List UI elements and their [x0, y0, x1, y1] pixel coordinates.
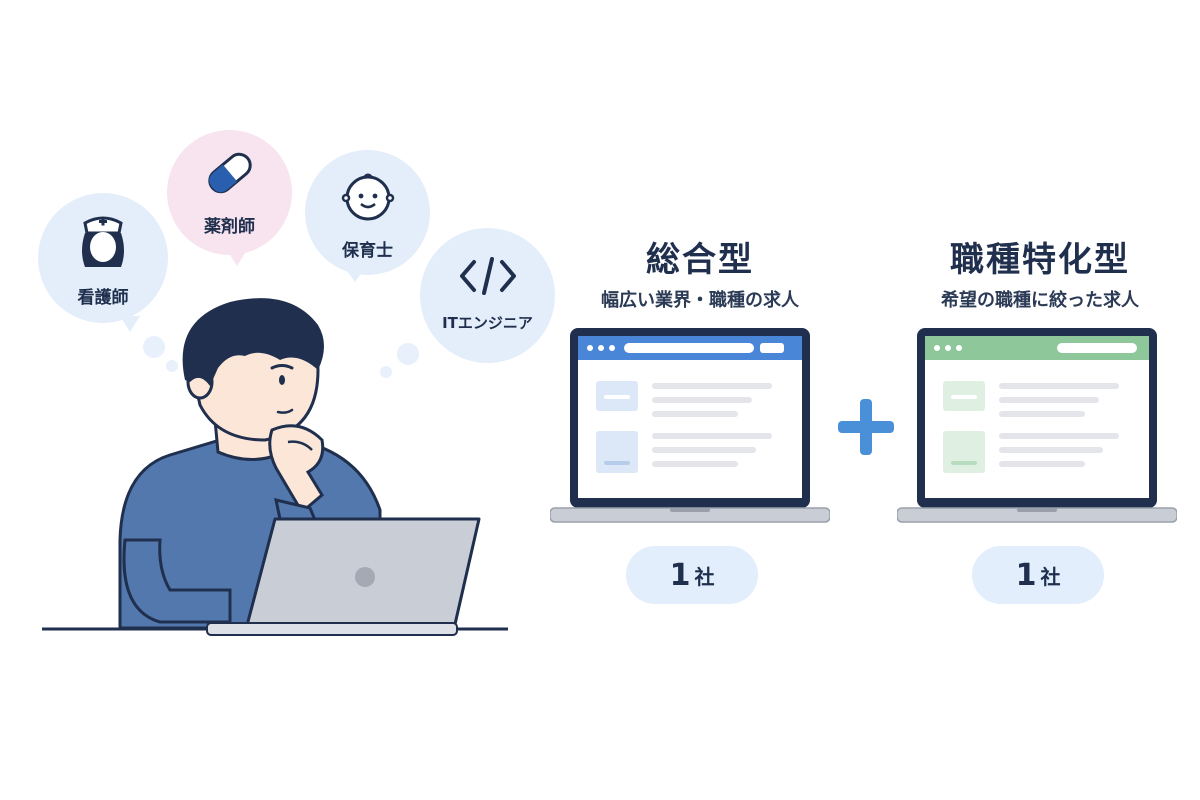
bubble-tail — [345, 268, 365, 282]
count-general: 1 — [669, 557, 691, 593]
count-pill-general: 1 社 — [626, 546, 758, 604]
person-laptop — [206, 517, 481, 636]
bubble-nurse: 看護師 — [38, 193, 168, 323]
nurse-icon — [82, 216, 124, 267]
count-unit-specialized: 社 — [1040, 564, 1061, 589]
plus-icon-vertical — [860, 399, 872, 455]
baby-face-icon — [341, 173, 395, 221]
thought-dot — [380, 366, 392, 378]
service-subtitle-specialized: 希望の職種に絞った求人 — [941, 290, 1139, 311]
count-specialized: 1 — [1015, 557, 1037, 593]
count-pill-specialized: 1 社 — [972, 546, 1104, 604]
bubble-label-nurse: 看護師 — [77, 288, 129, 308]
bubble-label-childcare: 保育士 — [342, 241, 393, 261]
capsule-icon — [208, 152, 252, 194]
bubble-tail — [120, 316, 140, 332]
service-subtitle-general: 幅広い業界・職種の求人 — [601, 290, 799, 311]
bubble-it-engineer: ITエンジニア — [420, 228, 555, 363]
bubble-tail — [227, 250, 247, 266]
specialized-job-site-laptop — [897, 328, 1177, 523]
service-title-general: 総合型 — [646, 240, 754, 280]
bubble-pharmacist: 薬剤師 — [167, 130, 292, 255]
bubble-childcare: 保育士 — [305, 150, 430, 275]
count-unit-general: 社 — [694, 564, 715, 589]
thought-dot — [397, 343, 419, 365]
thought-dot — [143, 336, 165, 358]
bubble-label-it-engineer: ITエンジニア — [442, 314, 533, 332]
code-icon — [460, 257, 516, 295]
service-title-specialized: 職種特化型 — [950, 240, 1130, 280]
thought-dot — [166, 360, 178, 372]
bubble-label-pharmacist: 薬剤師 — [204, 217, 255, 237]
general-job-site-laptop — [550, 328, 830, 523]
